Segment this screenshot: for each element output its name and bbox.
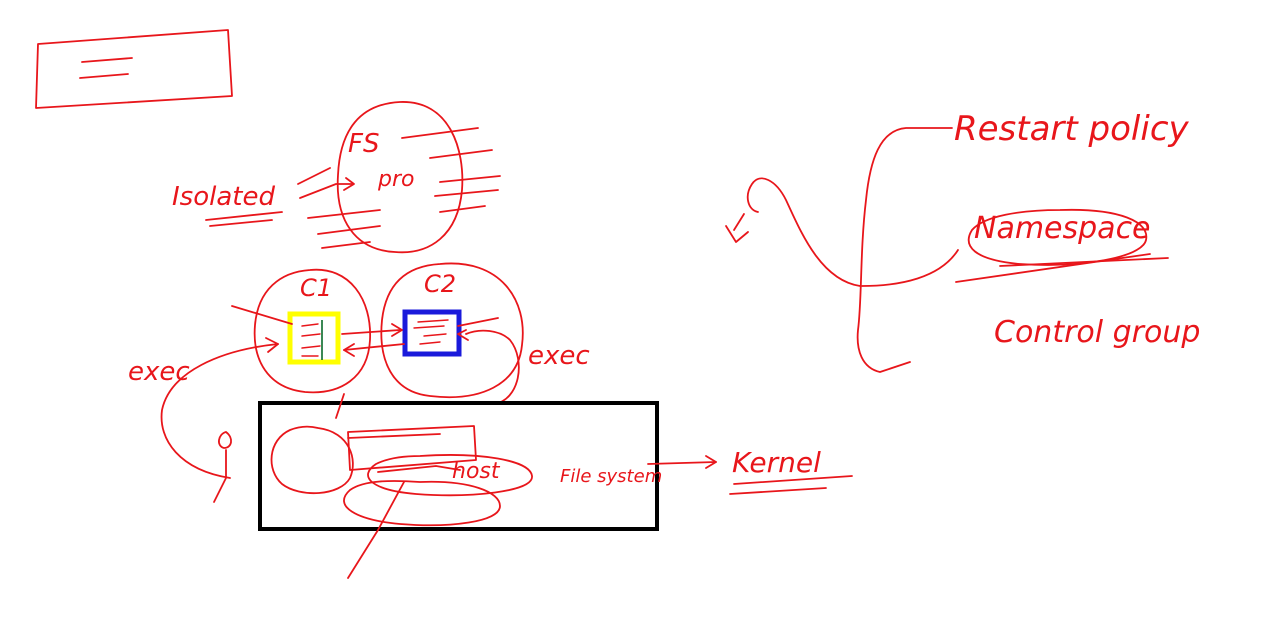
host-box [258, 401, 659, 531]
c1-process-box [287, 311, 341, 365]
fs-label: FS [348, 129, 379, 159]
kernel-label: Kernel [732, 446, 821, 479]
exec-left-label: exec [128, 357, 190, 387]
control-group-label: Control group [994, 315, 1200, 350]
c2-to-c1-arrow [343, 343, 405, 351]
kernel-underline [733, 475, 853, 485]
isolated-label: Isolated [172, 182, 275, 212]
exec-right-label: exec [528, 341, 590, 371]
filesystem-to-kernel-arrow [647, 461, 717, 465]
namespace-label: Namespace [974, 211, 1151, 246]
c1-label: C1 [300, 274, 332, 302]
host-label: host [452, 459, 501, 484]
exec-right-curve [465, 329, 520, 405]
restart-policy-label: Restart policy [954, 109, 1190, 149]
exec-left-curve [160, 343, 279, 479]
host-internals: host [270, 393, 533, 579]
isolated-circle: FS pro [297, 101, 501, 254]
file-system-label: File system [560, 466, 662, 487]
c2-label: C2 [424, 270, 456, 298]
container-c2: C2 [380, 262, 524, 398]
top-left-box [35, 29, 233, 109]
c2-process-box [402, 309, 462, 357]
container-c1: C1 [231, 268, 371, 394]
c1-to-c2-arrow [341, 329, 401, 335]
isolated-underline [205, 211, 283, 221]
pro-label: pro [377, 167, 414, 192]
right-brace [725, 127, 959, 373]
user-glyph [213, 431, 232, 503]
